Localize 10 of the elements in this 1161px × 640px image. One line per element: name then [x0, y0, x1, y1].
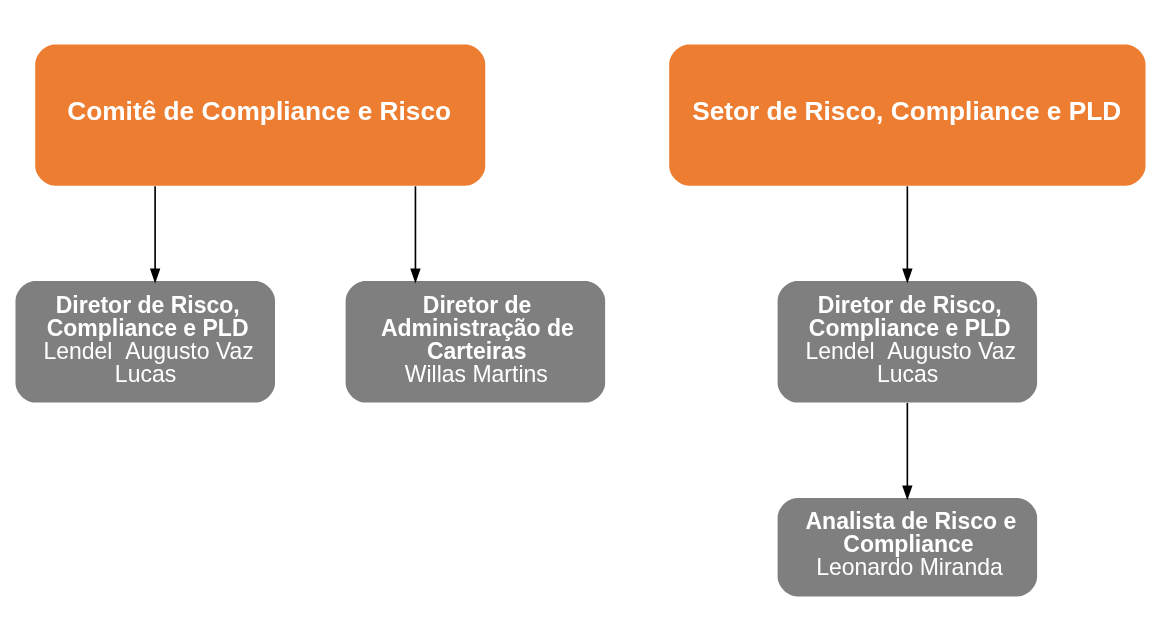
arrow: [902, 185, 913, 283]
node-box: Diretor de Risco, Compliance e PLD Lendel Augusto Vaz Lucas: [15, 280, 275, 403]
node-box: Analista de Risco e Compliance Leonardo Miranda: [777, 497, 1038, 596]
node-box: Diretor de Risco, Compliance e PLD Lendel Augusto Vaz Lucas: [777, 280, 1038, 403]
arrow: [149, 185, 161, 283]
arrow: [410, 185, 421, 283]
arrow: [902, 401, 913, 500]
node-box: Comitê de Compliance e Risco: [35, 44, 486, 186]
node-box: Diretor de Administração de Carteiras Willas Martins: [345, 280, 606, 403]
node-box: Setor de Risco, Compliance e PLD: [669, 44, 1146, 186]
